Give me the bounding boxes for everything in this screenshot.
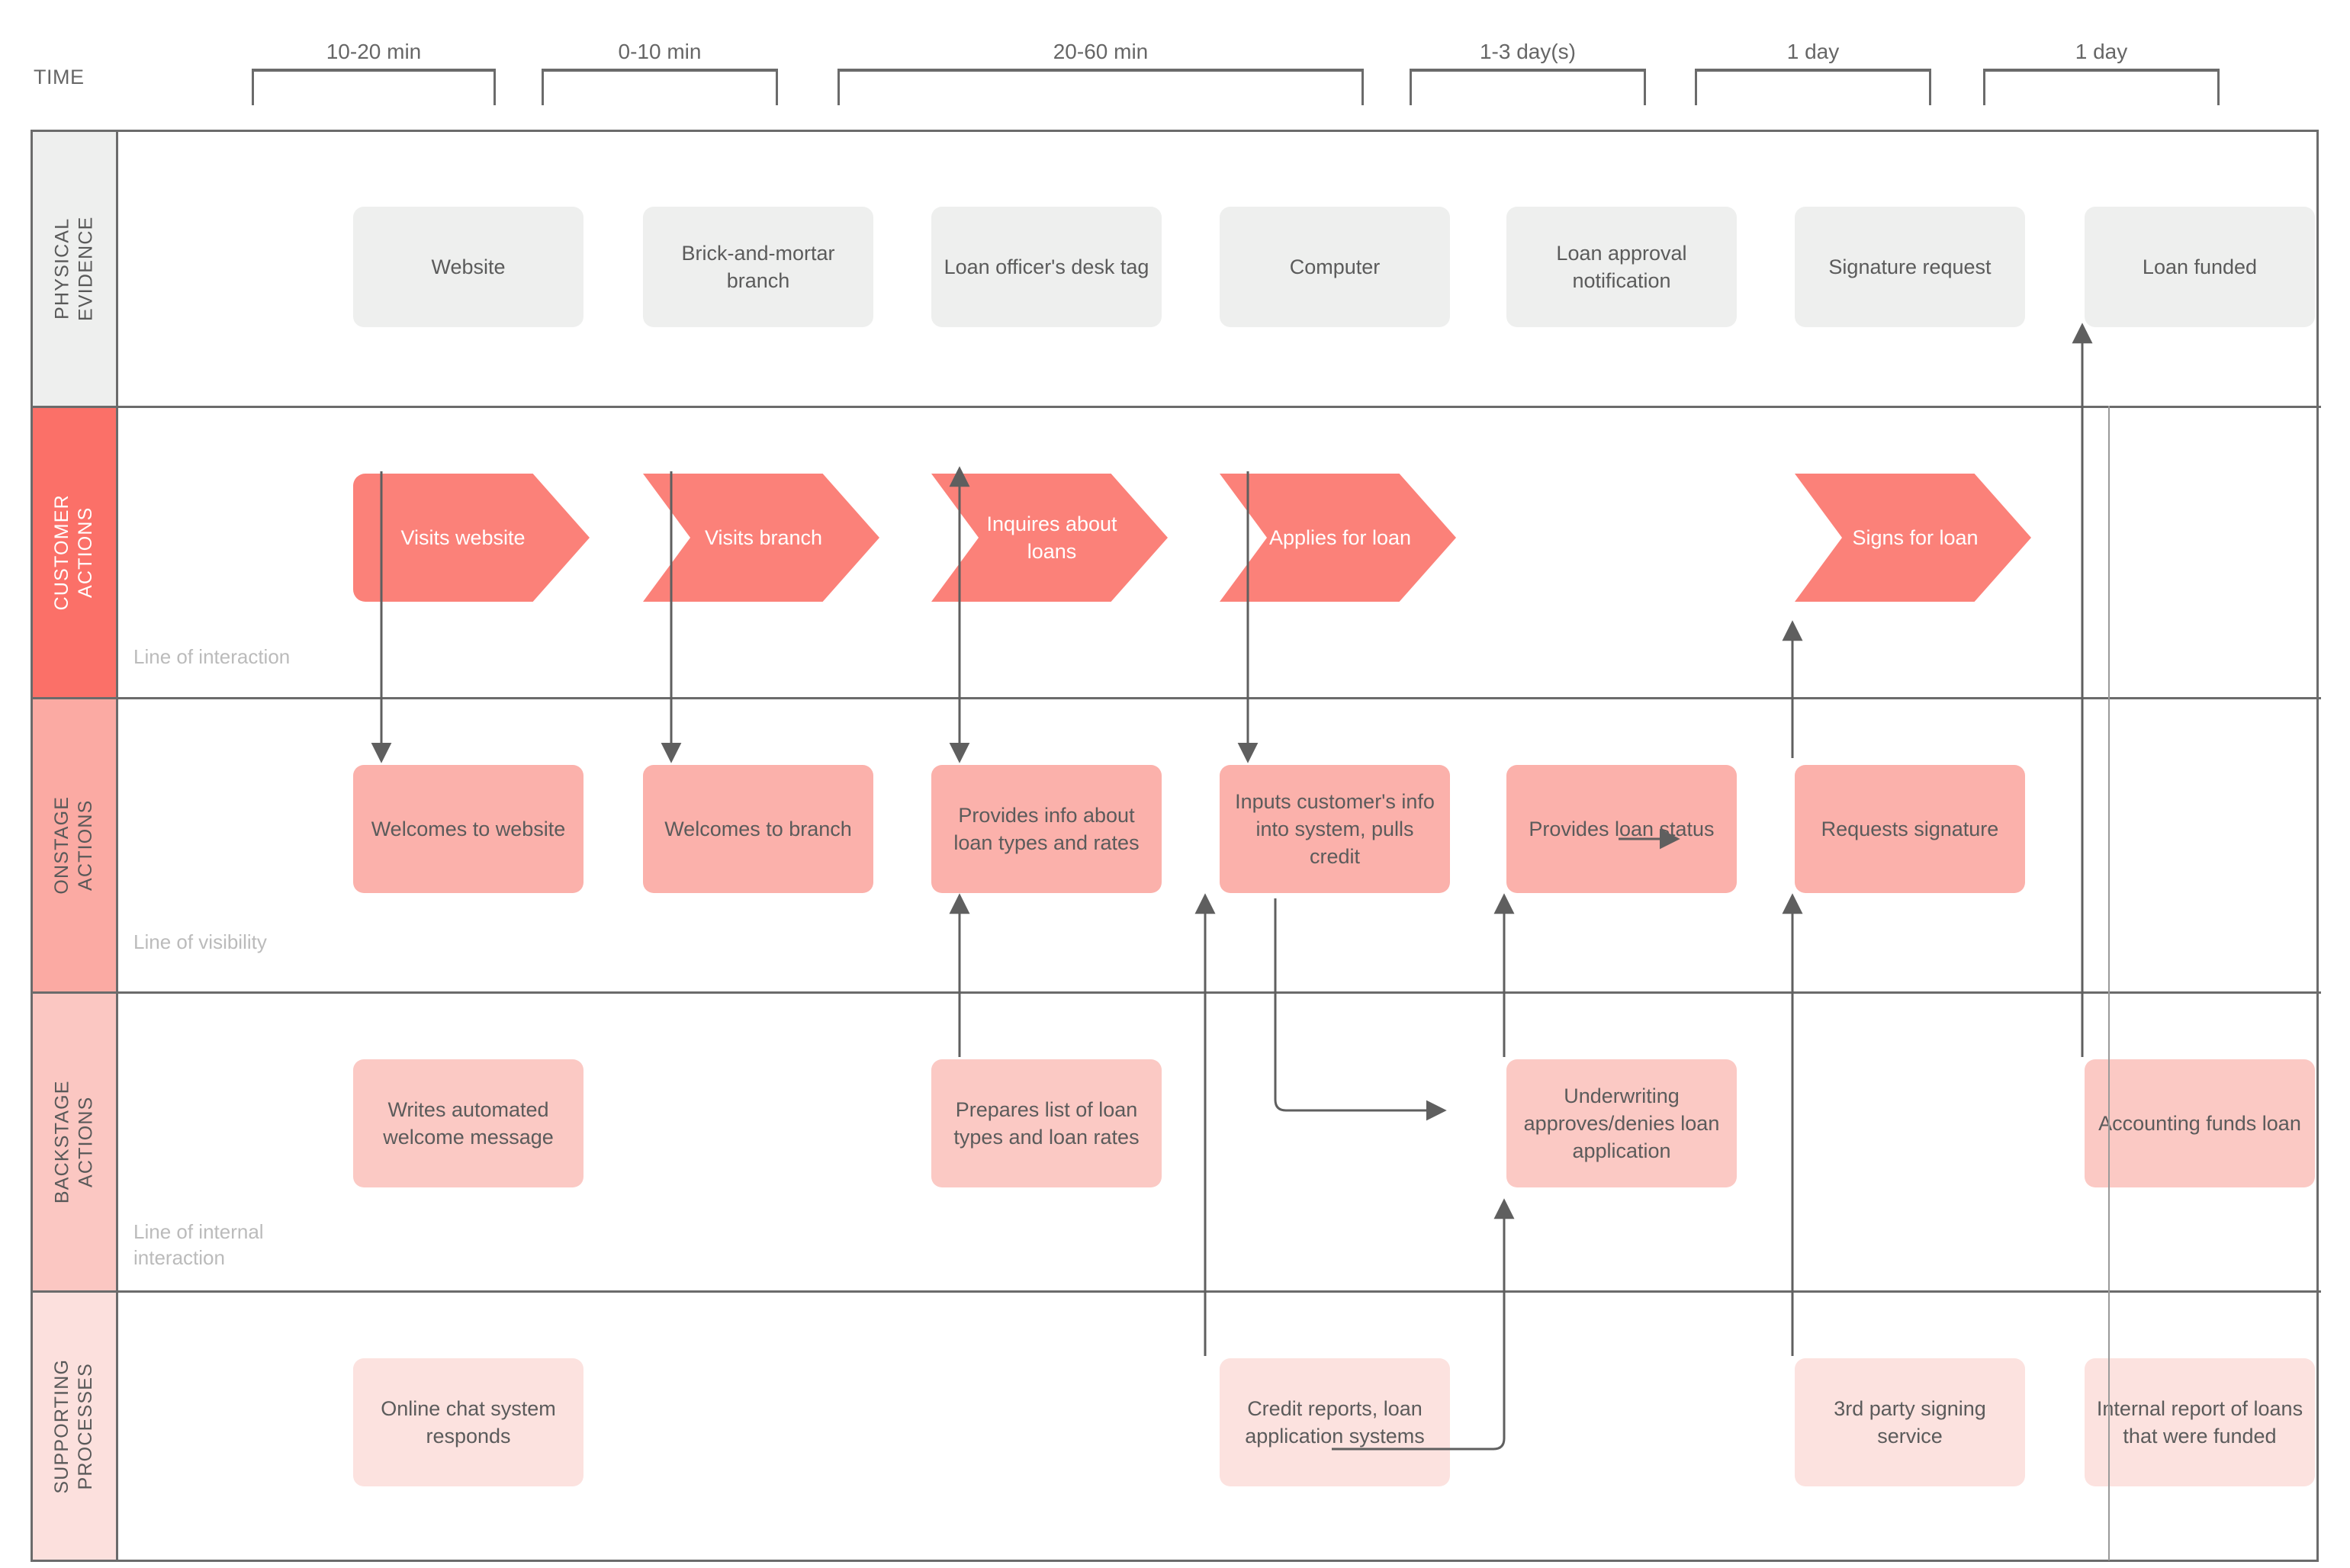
backstage-node-underwriting[interactable]: Underwriting approves/denies loan applic…: [1506, 1059, 1737, 1187]
blueprint-grid: PHYSICAL EVIDENCE Website Brick-and-mort…: [31, 130, 2321, 1562]
row-header-onstage-actions: ONSTAGE ACTIONS: [33, 699, 118, 991]
onstage-node-provides-info[interactable]: Provides info about loan types and rates: [931, 765, 1162, 893]
time-segment-label: 0-10 min: [542, 35, 778, 69]
customer-action-visits-branch[interactable]: Visits branch: [643, 474, 879, 602]
evidence-node-branch[interactable]: Brick-and-mortar branch: [643, 207, 873, 327]
evidence-node-website[interactable]: Website: [353, 207, 583, 327]
evidence-node-desk-tag[interactable]: Loan officer's desk tag: [931, 207, 1162, 327]
row-customer-actions: CUSTOMER ACTIONS Visits website Visits b…: [33, 408, 2321, 699]
row-label-line2: ACTIONS: [75, 799, 97, 892]
time-segment-2: 0-10 min: [542, 35, 778, 105]
time-segment-label: 1 day: [1695, 35, 1931, 69]
row-supporting-processes: SUPPORTING PROCESSES Online chat system …: [33, 1293, 2321, 1560]
support-node-signing-service[interactable]: 3rd party signing service: [1795, 1358, 2025, 1486]
row-onstage-actions: ONSTAGE ACTIONS Welcomes to website Welc…: [33, 699, 2321, 994]
onstage-node-provides-status[interactable]: Provides loan status: [1506, 765, 1737, 893]
row-label-line1: CUSTOMER: [51, 494, 73, 611]
row-header-backstage-actions: BACKSTAGE ACTIONS: [33, 994, 118, 1290]
onstage-node-welcomes-website[interactable]: Welcomes to website: [353, 765, 583, 893]
row-label-line2: PROCESSES: [75, 1362, 97, 1490]
row-label-line1: PHYSICAL: [51, 217, 73, 320]
backstage-node-welcome-message[interactable]: Writes automated welcome message: [353, 1059, 583, 1187]
time-bar: [837, 69, 1364, 72]
row-label-line1: BACKSTAGE: [51, 1080, 73, 1204]
time-row-label: TIME: [34, 66, 85, 88]
label-line-of-internal-interaction-l1: Line of internal: [133, 1220, 264, 1243]
customer-action-visits-website[interactable]: Visits website: [353, 474, 590, 602]
customer-action-signs-loan[interactable]: Signs for loan: [1795, 474, 2031, 602]
label-line-of-visibility: Line of visibility: [133, 930, 267, 953]
row-header-physical-evidence: PHYSICAL EVIDENCE: [33, 132, 118, 406]
customer-action-applies-loan[interactable]: Applies for loan: [1220, 474, 1456, 602]
time-bar: [252, 69, 496, 72]
onstage-node-welcomes-branch[interactable]: Welcomes to branch: [643, 765, 873, 893]
time-segment-label: 10-20 min: [252, 35, 496, 69]
time-bar: [1983, 69, 2220, 72]
label-line-of-internal-interaction-l2: interaction: [133, 1245, 225, 1269]
row-body-customer-actions: Visits website Visits branch Inquires ab…: [118, 408, 2321, 697]
time-bar: [542, 69, 778, 72]
row-physical-evidence: PHYSICAL EVIDENCE Website Brick-and-mort…: [33, 132, 2321, 408]
onstage-node-inputs-info[interactable]: Inputs customer's info into system, pull…: [1220, 765, 1450, 893]
row-body-physical-evidence: Website Brick-and-mortar branch Loan off…: [118, 132, 2321, 406]
time-segment-label: 1-3 day(s): [1410, 35, 1646, 69]
evidence-node-approval-notice[interactable]: Loan approval notification: [1506, 207, 1737, 327]
time-segment-4: 1-3 day(s): [1410, 35, 1646, 105]
row-header-supporting-processes: SUPPORTING PROCESSES: [33, 1293, 118, 1560]
time-bar: [1695, 69, 1931, 72]
time-bar: [1410, 69, 1646, 72]
time-segment-label: 20-60 min: [837, 35, 1364, 69]
backstage-node-accounting[interactable]: Accounting funds loan: [2085, 1059, 2315, 1187]
row-label-line2: ACTIONS: [75, 1096, 97, 1188]
row-body-backstage-actions: Writes automated welcome message Prepare…: [118, 994, 2321, 1290]
row-body-onstage-actions: Welcomes to website Welcomes to branch P…: [118, 699, 2321, 991]
row-backstage-actions: BACKSTAGE ACTIONS Writes automated welco…: [33, 994, 2321, 1293]
customer-action-inquires-loans[interactable]: Inquires about loans: [931, 474, 1168, 602]
evidence-node-loan-funded[interactable]: Loan funded: [2085, 207, 2315, 327]
row-label-line1: ONSTAGE: [51, 796, 73, 895]
evidence-node-computer[interactable]: Computer: [1220, 207, 1450, 327]
support-node-chat-system[interactable]: Online chat system responds: [353, 1358, 583, 1486]
support-node-credit-reports[interactable]: Credit reports, loan application systems: [1220, 1358, 1450, 1486]
row-header-customer-actions: CUSTOMER ACTIONS: [33, 408, 118, 697]
row-label-line2: EVIDENCE: [75, 216, 97, 322]
time-segment-1: 10-20 min: [252, 35, 496, 105]
row-label-line1: SUPPORTING: [51, 1358, 73, 1494]
evidence-node-signature-req[interactable]: Signature request: [1795, 207, 2025, 327]
support-node-internal-report[interactable]: Internal report of loans that were funde…: [2085, 1358, 2315, 1486]
time-segment-label: 1 day: [1983, 35, 2220, 69]
row-body-supporting-processes: Online chat system responds Credit repor…: [118, 1293, 2321, 1560]
time-segment-6: 1 day: [1983, 35, 2220, 105]
onstage-node-requests-signature[interactable]: Requests signature: [1795, 765, 2025, 893]
row-label-line2: ACTIONS: [75, 506, 97, 599]
time-segment-5: 1 day: [1695, 35, 1931, 105]
time-segment-3: 20-60 min: [837, 35, 1364, 105]
label-line-of-internal-interaction: Line of internal interaction: [133, 1219, 264, 1271]
backstage-node-prepares-list[interactable]: Prepares list of loan types and loan rat…: [931, 1059, 1162, 1187]
label-line-of-interaction: Line of interaction: [133, 645, 291, 668]
